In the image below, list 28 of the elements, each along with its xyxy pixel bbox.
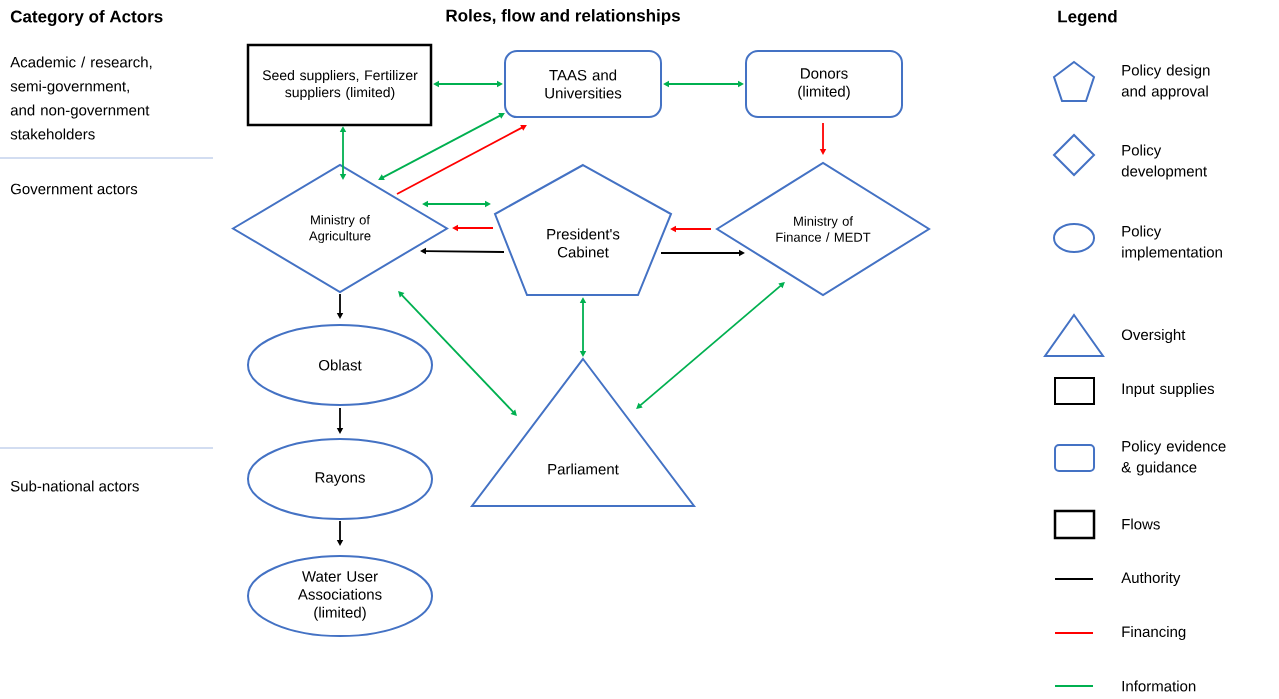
rounded-box: Donors (limited)	[745, 50, 903, 118]
arrow	[579, 297, 587, 357]
category-label: Sub-national actors	[10, 480, 139, 492]
title: Roles, flow and relationships	[446, 9, 680, 25]
arrow	[663, 80, 744, 88]
arrow	[396, 124, 527, 195]
legend-label: Policy implementation	[1122, 225, 1222, 261]
arrow	[378, 112, 505, 181]
legend-label: Information	[1122, 680, 1196, 692]
arrow	[422, 200, 491, 208]
rounded-box: TAAS and Universities	[504, 50, 662, 118]
legend-label: Policy evidence & guidance	[1121, 440, 1226, 476]
category-label: Academic / research, semi-government, and non-government stakeholders	[10, 56, 152, 140]
category-label: Government actors	[10, 183, 138, 195]
heading: Category of Actors	[10, 10, 163, 26]
rectangle-box: Seed suppliers, Fertilizer suppliers (limited)	[246, 43, 433, 127]
legend-label: Financing	[1122, 626, 1186, 640]
legend-label: Flows	[1122, 518, 1160, 530]
legend-label: Input supplies	[1122, 383, 1215, 397]
heading: Legend	[1058, 10, 1117, 26]
arrow	[398, 291, 517, 416]
legend-label: Authority	[1121, 572, 1181, 586]
arrow	[339, 126, 347, 180]
arrow	[636, 282, 785, 409]
legend-label: Oversight	[1121, 329, 1186, 343]
legend-label: Policy design and approval	[1121, 64, 1210, 100]
arrow	[433, 80, 503, 88]
legend-label: Policy development	[1121, 144, 1207, 180]
